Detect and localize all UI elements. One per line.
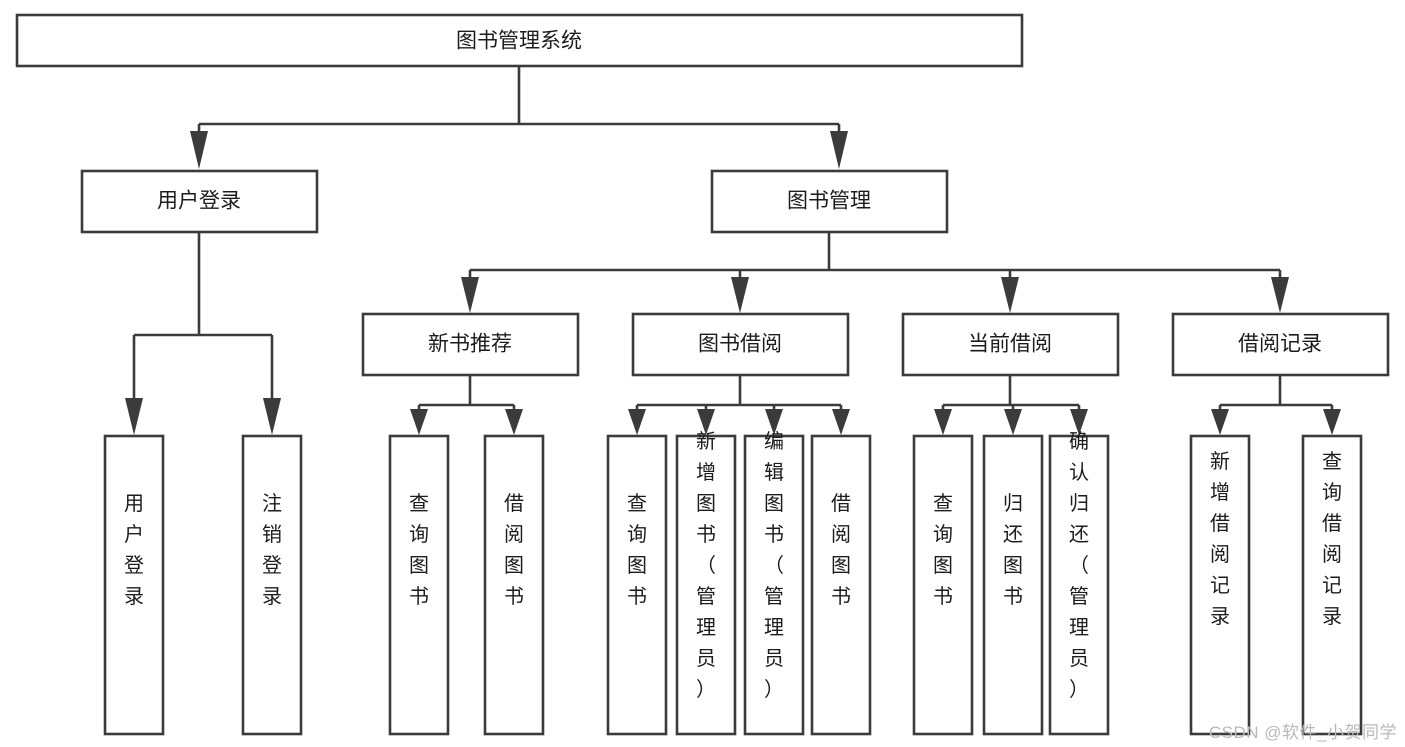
arrow-head-icon — [934, 409, 952, 435]
leaf-node-label: 归还图书 — [1003, 492, 1023, 608]
leaf-node-logout[interactable]: 注销登录 — [241, 434, 303, 736]
connector-current-borrow-to-leaves — [934, 375, 1088, 435]
leaf-node-box — [810, 434, 872, 736]
leaf-node-box — [1189, 434, 1251, 736]
leaf-node-user-login[interactable]: 用户登录 — [103, 434, 165, 736]
arrow-head-icon — [697, 409, 715, 435]
node-book-management-box — [710, 169, 949, 234]
connector-new-book-to-leaves — [410, 375, 523, 435]
leaf-node-query-book-recommend[interactable]: 查询图书 — [388, 434, 450, 736]
arrow-head-icon — [731, 277, 749, 313]
node-book-management[interactable]: 图书管理 — [710, 169, 949, 234]
leaf-node-box — [606, 434, 668, 736]
arrow-head-icon — [765, 409, 783, 435]
node-new-book-recommend[interactable]: 新书推荐 — [361, 312, 580, 377]
leaf-node-box — [912, 434, 974, 736]
leaf-node-label: 用户登录 — [124, 493, 144, 608]
connector-book-mgmt-to-level3 — [461, 232, 1289, 313]
leaf-node-box — [103, 434, 165, 736]
leaf-node-label: 查询图书 — [627, 492, 647, 608]
arrow-head-icon — [1070, 409, 1088, 435]
node-current-borrow[interactable]: 当前借阅 — [901, 312, 1120, 377]
leaf-node-label: 查询借阅记录 — [1322, 450, 1342, 628]
leaf-node-return-book[interactable]: 归还图书 — [982, 434, 1044, 736]
connector-borrow-record-to-leaves — [1211, 375, 1341, 435]
leaf-node-add-book-admin[interactable]: 新增图书（管理员） — [675, 430, 737, 736]
leaf-node-label: 借阅图书 — [504, 492, 524, 608]
leaf-node-label: 注销登录 — [262, 492, 282, 608]
node-book-borrow-label: 图书借阅 — [698, 333, 782, 356]
leaf-node-box — [483, 434, 545, 736]
leaf-node-box — [241, 434, 303, 736]
node-book-management-label: 图书管理 — [787, 190, 871, 213]
leaf-node-box — [388, 434, 450, 736]
arrow-head-icon — [263, 398, 281, 435]
node-borrow-record-box — [1171, 312, 1390, 377]
leaf-node-label: 确认归还（管理员） — [1069, 430, 1089, 701]
connector-book-borrow-to-leaves — [628, 375, 850, 435]
arrow-head-icon — [461, 277, 479, 313]
node-user-login[interactable]: 用户登录 — [80, 169, 319, 234]
leaf-node-label: 新增图书（管理员） — [696, 430, 716, 701]
arrow-head-icon — [1271, 277, 1289, 313]
leaf-node-confirm-return-admin[interactable]: 确认归还（管理员） — [1048, 430, 1110, 736]
leaf-node-label: 查询图书 — [933, 492, 953, 608]
node-root-label: 图书管理系统 — [456, 30, 582, 53]
arrow-head-icon — [830, 131, 848, 169]
node-book-borrow-box — [631, 312, 850, 377]
arrow-head-icon — [410, 409, 428, 435]
watermark-text: CSDN @软件_小贺同学 — [1208, 723, 1397, 742]
node-new-book-recommend-box — [361, 312, 580, 377]
node-borrow-record[interactable]: 借阅记录 — [1171, 312, 1390, 377]
leaf-node-box — [743, 434, 805, 736]
leaf-node-box — [982, 434, 1044, 736]
node-book-borrow[interactable]: 图书借阅 — [631, 312, 850, 377]
leaf-node-label: 借阅图书 — [831, 492, 851, 608]
leaf-node-box — [1048, 434, 1110, 736]
leaf-node-query-book-current[interactable]: 查询图书 — [912, 434, 974, 736]
leaf-node-query-book-borrow[interactable]: 查询图书 — [606, 434, 668, 736]
arrow-head-icon — [1211, 409, 1229, 435]
node-current-borrow-label: 当前借阅 — [968, 333, 1052, 356]
leaf-node-label: 查询图书 — [409, 492, 429, 608]
connector-user-login-to-leaves — [125, 232, 281, 435]
arrow-head-icon — [628, 409, 646, 435]
node-root-system[interactable]: 图书管理系统 — [15, 13, 1024, 68]
node-new-book-recommend-label: 新书推荐 — [428, 333, 512, 356]
connector-root-to-level2 — [190, 66, 848, 169]
arrow-head-icon — [125, 398, 143, 435]
arrow-head-icon — [1004, 409, 1022, 435]
leaf-node-borrow-book[interactable]: 借阅图书 — [810, 434, 872, 736]
leaf-node-box — [1301, 434, 1363, 736]
node-user-login-label: 用户登录 — [157, 190, 241, 213]
arrow-head-icon — [832, 409, 850, 435]
node-current-borrow-box — [901, 312, 1120, 377]
node-user-login-box — [80, 169, 319, 234]
leaf-node-edit-book-admin[interactable]: 编辑图书（管理员） — [743, 430, 805, 736]
arrow-head-icon — [1323, 409, 1341, 435]
leaf-node-label: 新增借阅记录 — [1210, 450, 1230, 628]
leaf-node-label: 编辑图书（管理员） — [764, 430, 784, 701]
leaf-node-box — [675, 434, 737, 736]
arrow-head-icon — [190, 131, 208, 169]
leaf-node-add-borrow-record[interactable]: 新增借阅记录 — [1189, 434, 1251, 736]
leaf-node-borrow-book-recommend[interactable]: 借阅图书 — [483, 434, 545, 736]
leaf-node-query-borrow-record[interactable]: 查询借阅记录 — [1301, 434, 1363, 736]
arrow-head-icon — [505, 409, 523, 435]
arrow-head-icon — [1001, 277, 1019, 313]
node-root-box — [15, 13, 1024, 68]
node-borrow-record-label: 借阅记录 — [1238, 333, 1322, 356]
